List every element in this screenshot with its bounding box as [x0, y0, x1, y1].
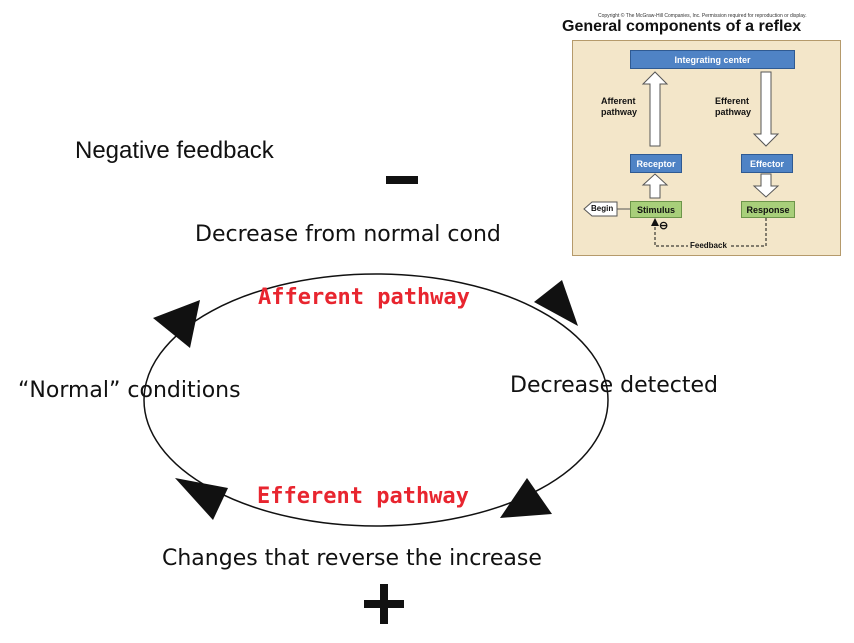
- afferent-pathway-label: Afferent pathway: [258, 285, 470, 310]
- afferent-pathway-line1: Afferent: [601, 96, 636, 106]
- stimulus-box: Stimulus: [630, 201, 682, 218]
- efferent-pathway-label: Efferent pathway: [257, 484, 469, 509]
- efferent-pathway-line2: pathway: [715, 107, 752, 117]
- left-stage-label: “Normal” conditions: [18, 378, 241, 403]
- inset-title: General components of a reflex: [562, 18, 802, 35]
- effector-box: Effector: [741, 154, 793, 173]
- feedback-arrowhead: [651, 218, 659, 226]
- top-stage-label: Decrease from normal cond: [195, 222, 501, 247]
- stimulus-receptor-arrow: [641, 173, 669, 199]
- inset-panel: [572, 40, 841, 256]
- efferent-arrow: [752, 71, 780, 147]
- effector-response-arrow: [752, 173, 780, 198]
- efferent-pathway-line1: Efferent: [715, 96, 750, 106]
- begin-label: Begin: [591, 204, 614, 213]
- integrating-center-box: Integrating center: [630, 50, 795, 69]
- arrow-bottom-left: [175, 478, 228, 520]
- bottom-stage-label: Changes that reverse the increase: [162, 546, 542, 571]
- feedback-minus-mark: ⊖: [659, 220, 669, 232]
- response-box: Response: [741, 201, 795, 218]
- feedback-loop-ellipse: [143, 273, 609, 527]
- plus-sign-vertical: [380, 584, 388, 624]
- minus-sign: [386, 176, 418, 184]
- afferent-arrow: [641, 71, 669, 147]
- arrow-bottom-right: [500, 478, 552, 518]
- arrow-top-left: [153, 300, 200, 348]
- feedback-label: Feedback: [688, 241, 729, 250]
- inset-copyright: Copyright © The McGraw-Hill Companies, I…: [598, 13, 807, 19]
- diagram-title: Negative feedback: [75, 137, 274, 164]
- afferent-pathway-line2: pathway: [601, 107, 638, 117]
- right-stage-label: Decrease detected: [510, 373, 719, 398]
- receptor-box: Receptor: [630, 154, 682, 173]
- feedback-loop-line: [654, 218, 767, 247]
- arrow-top-right: [534, 280, 578, 326]
